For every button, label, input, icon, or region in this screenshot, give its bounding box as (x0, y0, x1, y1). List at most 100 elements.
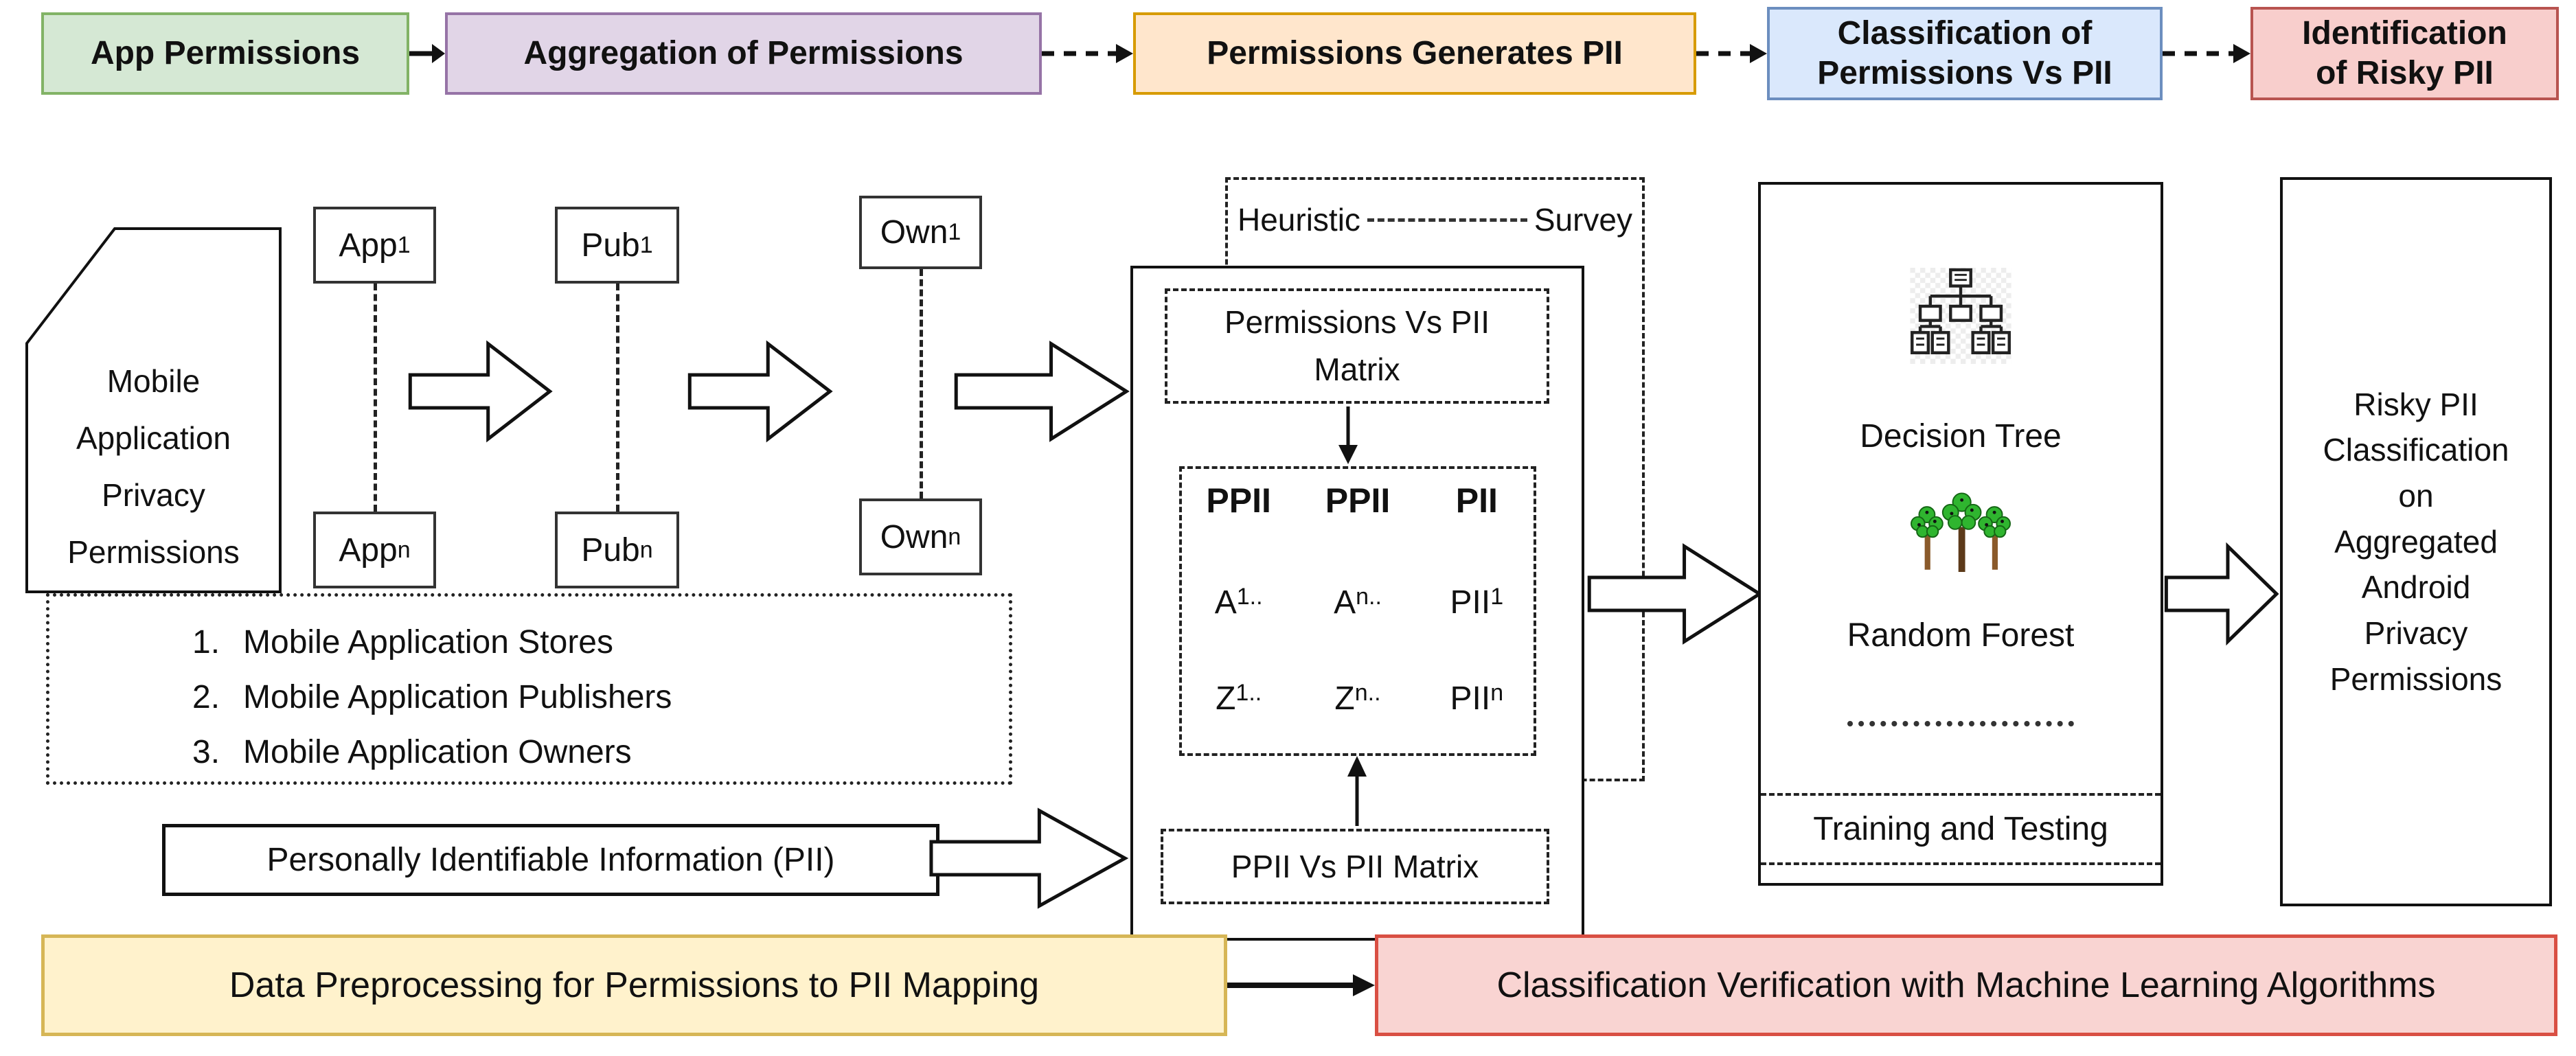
decision-tree-label: Decision Tree (1758, 412, 2163, 460)
matrix-cell-sub: n (1490, 680, 1504, 706)
permissions-vs-pii-matrix-label: Permissions Vs PII Matrix (1224, 304, 1490, 387)
decision-tree-icon (1910, 268, 2011, 364)
matrix-cell-base: A (1214, 584, 1237, 621)
arrow-up-icon (1347, 756, 1367, 826)
permissions-vs-pii-matrix-box: Permissions Vs PII Matrix (1165, 288, 1549, 404)
pipeline-step-label: Classification of Permissions Vs PII (1817, 15, 2112, 91)
matrix-cell-sub: n.. (1354, 680, 1381, 706)
dashed-arrow-right-icon (1042, 44, 1133, 63)
list-item-number: 3. (192, 733, 220, 770)
list-item: 3. Mobile Application Owners (192, 724, 982, 779)
matrix-header-cell: PII (1455, 481, 1498, 520)
entity-sub: n (948, 523, 961, 550)
block-arrow-icon (2164, 539, 2280, 649)
aggregation-sources-list: 1. Mobile Application Stores 2. Mobile A… (192, 615, 982, 779)
training-divider-top (1761, 793, 2161, 796)
aggregation-sources-box (46, 593, 1012, 785)
matrix-cell-sub: 1 (1490, 584, 1504, 610)
pii-box-label: Personally Identifiable Information (PII… (266, 842, 835, 878)
pipeline-step-classification: Classification of Permissions Vs PII (1767, 7, 2163, 100)
document-text: Mobile Application Privacy Permissions (67, 363, 240, 570)
pipeline-step-label: Identification of Risky PII (2302, 15, 2507, 91)
entity-base: App (339, 227, 398, 264)
entity-sub: 1 (948, 219, 961, 245)
risky-pii-output-box: Risky PII Classification on Aggregated A… (2280, 177, 2552, 906)
connector-own (920, 269, 923, 498)
arrow-right-icon (1227, 974, 1375, 996)
matrix-cell-sub: 1.. (1235, 680, 1262, 706)
preprocessing-banner-label: Data Preprocessing for Permissions to PI… (229, 965, 1040, 1005)
more-algorithms-ellipsis (1847, 721, 2074, 726)
entity-base: Pub (581, 531, 640, 569)
ppii-vs-pii-matrix-label: PPII Vs PII Matrix (1231, 849, 1479, 884)
preprocessing-banner: Data Preprocessing for Permissions to PI… (41, 934, 1227, 1036)
matrix-cell-base: Z (1334, 680, 1355, 717)
document-shape-icon (25, 227, 282, 593)
list-item: 2. Mobile Application Publishers (192, 669, 982, 724)
matrix-cell-base: PII (1450, 680, 1491, 717)
list-item-text: Mobile Application Owners (243, 733, 632, 770)
ppii-matrix-box (1179, 466, 1536, 756)
list-item-number: 1. (192, 623, 220, 661)
matrix-cell-sub: 1.. (1236, 584, 1263, 610)
training-divider-bottom (1761, 862, 2161, 865)
pipeline-step-identification: Identification of Risky PII (2250, 7, 2559, 100)
training-testing-text: Training and Testing (1813, 811, 2108, 847)
heuristic-label: Heuristic (1238, 202, 1360, 238)
matrix-header-cell: PPII (1325, 481, 1391, 520)
heuristic-survey-connector (1367, 218, 1527, 222)
risky-pii-output-text: Risky PII Classification on Aggregated A… (2323, 386, 2509, 697)
matrix-cell-base: PII (1450, 584, 1491, 621)
random-forest-text: Random Forest (1847, 617, 2075, 654)
pipeline-step-aggregation: Aggregation of Permissions (445, 12, 1042, 95)
entity-base: Own (880, 214, 948, 251)
matrix-cell-base: A (1334, 584, 1356, 621)
arrow-down-icon (1338, 406, 1358, 464)
list-item-text: Mobile Application Stores (243, 623, 613, 661)
entity-sub: n (397, 536, 411, 563)
dashed-arrow-right-icon (2163, 44, 2250, 63)
block-arrow-icon (953, 336, 1132, 446)
ppii-vs-pii-matrix-box: PPII Vs PII Matrix (1161, 829, 1549, 904)
verification-banner: Classification Verification with Machine… (1375, 934, 2557, 1036)
matrix-header-cell: PPII (1206, 481, 1271, 520)
pipeline-step-label: Aggregation of Permissions (523, 35, 964, 72)
arrow-right-icon (409, 44, 445, 63)
matrix-cell-sub: n.. (1356, 584, 1382, 610)
matrix-header-row: PPII PPII PII (1179, 481, 1536, 536)
block-arrow-icon (1586, 539, 1765, 649)
list-item-number: 2. (192, 678, 220, 715)
matrix-container (1130, 266, 1584, 941)
pipeline-step-label: App Permissions (90, 35, 361, 72)
training-testing-label: Training and Testing (1758, 800, 2163, 858)
block-arrow-icon (407, 336, 554, 446)
block-arrow-icon (687, 336, 834, 446)
dashed-arrow-right-icon (1696, 44, 1767, 63)
pii-box: Personally Identifiable Information (PII… (162, 824, 939, 896)
entity-sub: 1 (639, 231, 653, 258)
entity-base: Own (880, 518, 948, 555)
pipeline-step-generates-pii: Permissions Generates PII (1133, 12, 1696, 95)
list-item-text: Mobile Application Publishers (243, 678, 672, 715)
entity-base: App (339, 531, 398, 569)
entity-sub: 1 (397, 231, 411, 258)
heuristic-survey-labels: Heuristic Survey (1225, 177, 1645, 262)
pipeline-step-label: Permissions Generates PII (1207, 35, 1623, 72)
document-label: Mobile Application Privacy Permissions (25, 336, 282, 597)
entity-base: Pub (581, 227, 640, 264)
matrix-cell-base: Z (1216, 680, 1236, 717)
block-arrow-icon (927, 803, 1131, 913)
connector-pub (616, 284, 619, 512)
survey-label: Survey (1534, 202, 1632, 238)
list-item: 1. Mobile Application Stores (192, 615, 982, 669)
random-forest-label: Random Forest (1758, 611, 2163, 659)
random-forest-icon (1911, 492, 2011, 572)
